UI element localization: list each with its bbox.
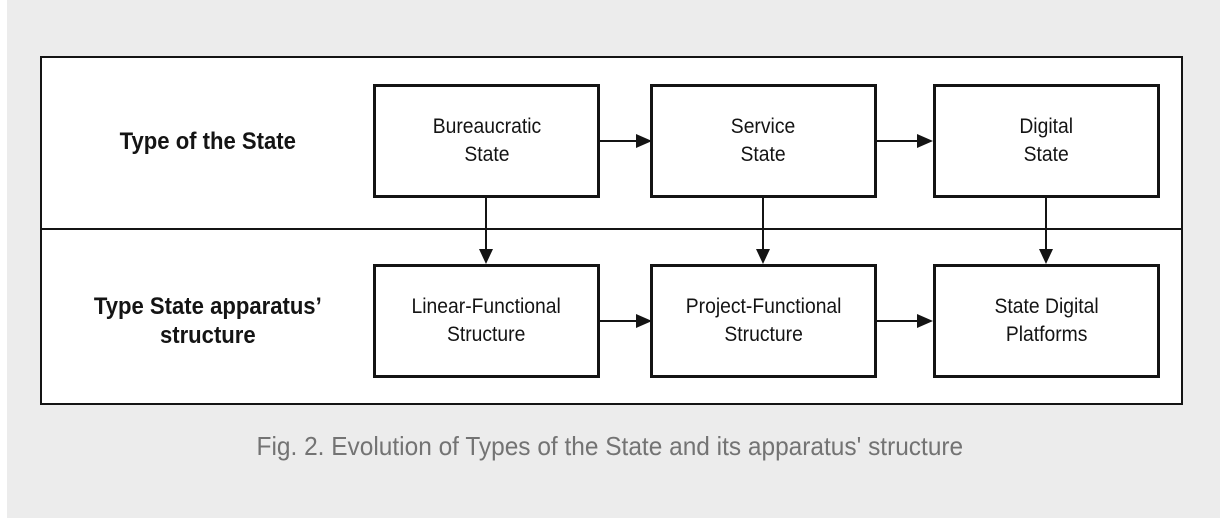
node-text-line: Digital (1019, 115, 1074, 138)
row-label-line: Type State apparatus’ (93, 293, 322, 320)
figure-caption: Fig. 2. Evolution of Types of the State … (0, 430, 1220, 462)
node-text-line: Linear-Functional (411, 295, 562, 318)
figure-frame: Type of the State Bureaucratic State Ser… (40, 56, 1183, 405)
node-digital-state: Digital State (933, 84, 1160, 198)
row-divider (42, 228, 1181, 230)
node-text-line: Structure (724, 323, 803, 346)
row-label-apparatus-structure: Type State apparatus’ structure (42, 264, 373, 378)
row-label-type-of-state: Type of the State (42, 84, 373, 198)
node-state-digital-platforms: State Digital Platforms (933, 264, 1160, 378)
node-text-line: State Digital (994, 295, 1099, 318)
node-project-functional-structure: Project-Functional Structure (650, 264, 877, 378)
row-label-line: Type of the State (119, 127, 296, 155)
node-text-line: Bureaucratic (432, 115, 541, 138)
node-text-line: State (1023, 143, 1070, 166)
row-label-line: structure (159, 322, 256, 349)
node-text-line: State (740, 143, 787, 166)
node-text-line: Project-Functional (685, 295, 842, 318)
node-text-line: Platforms (1005, 323, 1088, 346)
node-bureaucratic-state: Bureaucratic State (373, 84, 600, 198)
node-linear-functional-structure: Linear-Functional Structure (373, 264, 600, 378)
node-text-line: Service (731, 115, 796, 138)
figure-caption-text: Fig. 2. Evolution of Types of the State … (256, 431, 964, 461)
node-text-line: State (463, 143, 510, 166)
node-service-state: Service State (650, 84, 877, 198)
node-text-line: Structure (447, 323, 526, 346)
